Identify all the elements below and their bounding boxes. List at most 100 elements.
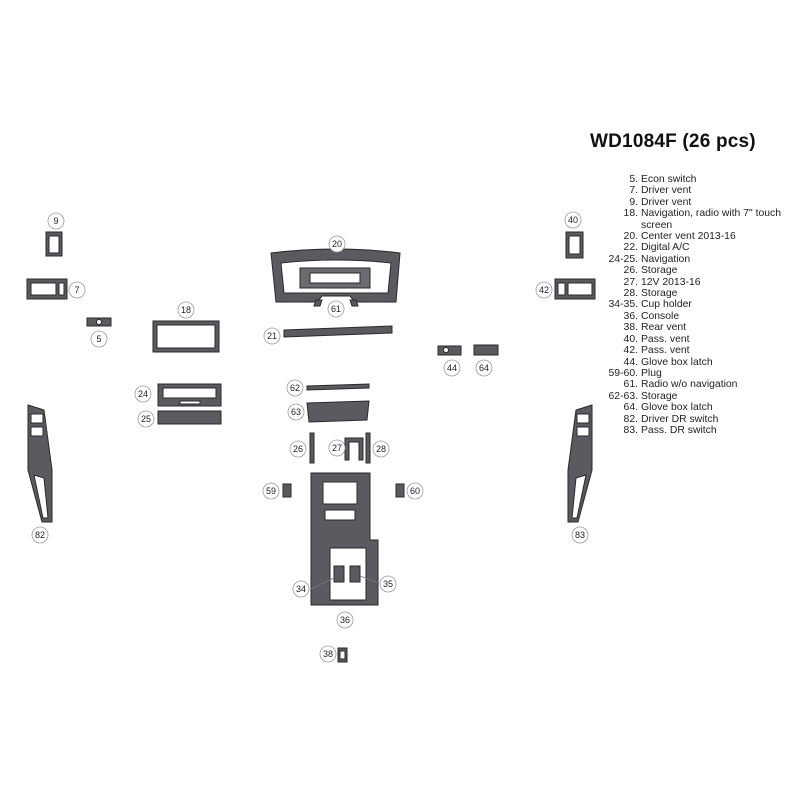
callout-21: 21 [263, 327, 281, 345]
legend-item-text: Navigation, radio with 7" touch screen [641, 208, 781, 231]
legend-item-text: Driver vent [641, 185, 692, 197]
legend-item: 24-25.Navigation [598, 254, 798, 265]
legend-item-text: Center vent 2013-16 [641, 231, 736, 243]
callout-38: 38 [319, 645, 337, 663]
legend-item: 64.Glove box latch [598, 402, 798, 413]
legend-item-number: 44. [623, 356, 638, 368]
callout-7: 7 [68, 281, 86, 299]
legend-item-number: 22. [623, 242, 638, 254]
legend-item-text: Storage [641, 265, 678, 277]
legend-item-number: 5. [629, 174, 638, 185]
part-40 [565, 231, 584, 259]
svg-text:64: 64 [479, 363, 489, 373]
part-18 [152, 320, 220, 353]
svg-text:7: 7 [74, 285, 79, 295]
legend-item-number: 42. [623, 345, 638, 357]
legend-item: 42.Pass. vent [598, 345, 798, 356]
callout-61: 61 [327, 300, 345, 318]
callout-18: 18 [177, 301, 195, 319]
legend-item-text: Econ switch [641, 174, 697, 185]
legend-item: 61.Radio w/o navigation [598, 379, 798, 390]
kit-title: WD1084F (26 pcs) [590, 131, 756, 152]
legend-item-text: Console [641, 310, 680, 322]
svg-text:60: 60 [410, 486, 420, 496]
part-64 [473, 344, 499, 356]
part-36 [310, 472, 379, 606]
legend-item-number: 7. [629, 185, 638, 197]
svg-text:34: 34 [296, 584, 306, 594]
part-27 [344, 437, 364, 461]
callout-27: 27 [328, 439, 346, 457]
part-7 [26, 278, 68, 300]
svg-text:27: 27 [332, 443, 342, 453]
legend-item-text: Glove box latch [641, 356, 713, 368]
part-59 [282, 483, 292, 498]
legend-item-number: 36. [623, 310, 638, 322]
svg-text:18: 18 [181, 305, 191, 315]
svg-text:59: 59 [266, 486, 276, 496]
legend-item: 27.12V 2013-16 [598, 277, 798, 288]
part-60 [395, 483, 405, 498]
legend-item-text: Pass. DR switch [641, 424, 717, 436]
legend-item-text: Pass. vent [641, 345, 690, 357]
callout-42: 42 [535, 281, 553, 299]
part-83 [567, 404, 593, 523]
legend-item-text: Driver DR switch [641, 413, 719, 425]
legend-item-number: 24-25. [608, 253, 638, 265]
part-21 [283, 325, 393, 338]
legend-item-number: 64. [623, 402, 638, 414]
legend-item: 36.Console [598, 311, 798, 322]
callout-20: 20 [328, 235, 346, 253]
legend-item: 34-35.Cup holder [598, 299, 798, 310]
part-63 [306, 400, 370, 423]
part-28 [365, 432, 371, 464]
svg-text:21: 21 [267, 331, 277, 341]
svg-text:25: 25 [141, 414, 151, 424]
legend-item-text: Plug [641, 367, 662, 379]
legend-item: 7.Driver vent [598, 185, 798, 196]
callout-40: 40 [564, 211, 582, 229]
callout-83: 83 [571, 526, 589, 544]
callout-5: 5 [90, 330, 108, 348]
legend-item: 5.Econ switch [598, 174, 798, 185]
callout-59: 59 [262, 482, 280, 500]
legend-item: 22.Digital A/C [598, 242, 798, 253]
callout-28: 28 [372, 440, 390, 458]
part-62 [306, 383, 370, 391]
legend-item: 18.Navigation, radio with 7" touch scree… [598, 208, 798, 231]
callout-9: 9 [47, 212, 65, 230]
part-25 [157, 410, 222, 425]
legend-item-number: 82. [623, 413, 638, 425]
legend-item-text: Glove box latch [641, 402, 713, 414]
svg-text:82: 82 [35, 530, 45, 540]
legend-item: 83.Pass. DR switch [598, 425, 798, 436]
callout-36: 36 [336, 611, 354, 629]
legend-item-text: Pass. vent [641, 333, 690, 345]
svg-text:83: 83 [575, 530, 585, 540]
part-35 [349, 565, 361, 583]
legend-item-number: 59-60. [608, 367, 638, 379]
legend-item-text: Storage [641, 390, 678, 402]
legend-item-text: Rear vent [641, 322, 687, 334]
svg-text:62: 62 [290, 383, 300, 393]
svg-text:63: 63 [291, 407, 301, 417]
callout-35: 35 [379, 575, 397, 593]
callout-62: 62 [286, 379, 304, 397]
legend-item: 59-60.Plug [598, 368, 798, 379]
part-42 [554, 278, 596, 300]
part-20 [270, 248, 401, 303]
part-44 [437, 345, 462, 356]
callout-82: 82 [31, 526, 49, 544]
legend-item-number: 27. [623, 276, 638, 288]
legend-item-text: Cup holder [641, 299, 692, 311]
callout-64: 64 [475, 359, 493, 377]
part-24 [157, 383, 222, 407]
part-38 [337, 647, 348, 663]
legend-item-number: 34-35. [608, 299, 638, 311]
callout-63: 63 [287, 403, 305, 421]
leader-35 [359, 575, 380, 584]
legend-item: 82.Driver DR switch [598, 414, 798, 425]
svg-text:42: 42 [539, 285, 549, 295]
svg-text:40: 40 [568, 215, 578, 225]
legend-item-number: 18. [623, 208, 638, 220]
